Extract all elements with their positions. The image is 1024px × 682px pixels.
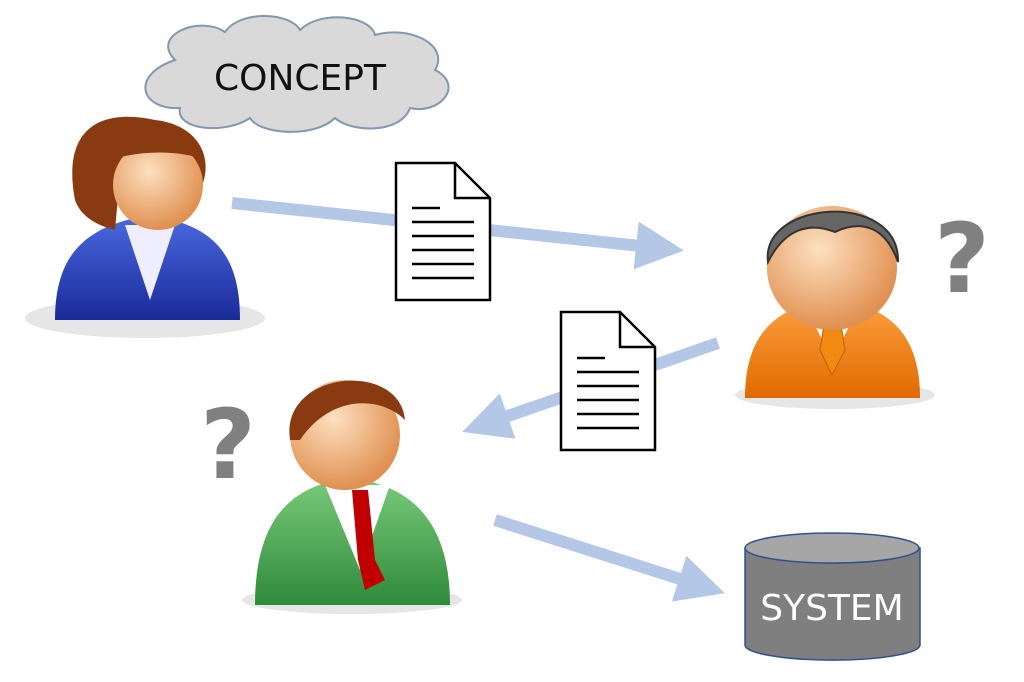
person-man-orange: ? (735, 203, 990, 409)
person-man-green: ? (200, 380, 462, 614)
concept-label: CONCEPT (214, 58, 387, 99)
document-icon-2 (559, 310, 657, 452)
question-mark-developer: ? (200, 389, 256, 501)
concept-cloud: CONCEPT (144, 15, 450, 133)
arrow-developer-to-system (493, 514, 725, 602)
person-woman-blue (25, 116, 265, 338)
system-database-cylinder: SYSTEM (744, 532, 921, 661)
system-label: SYSTEM (760, 588, 904, 629)
question-mark-analyst: ? (934, 203, 990, 315)
document-icon-1 (394, 161, 492, 302)
